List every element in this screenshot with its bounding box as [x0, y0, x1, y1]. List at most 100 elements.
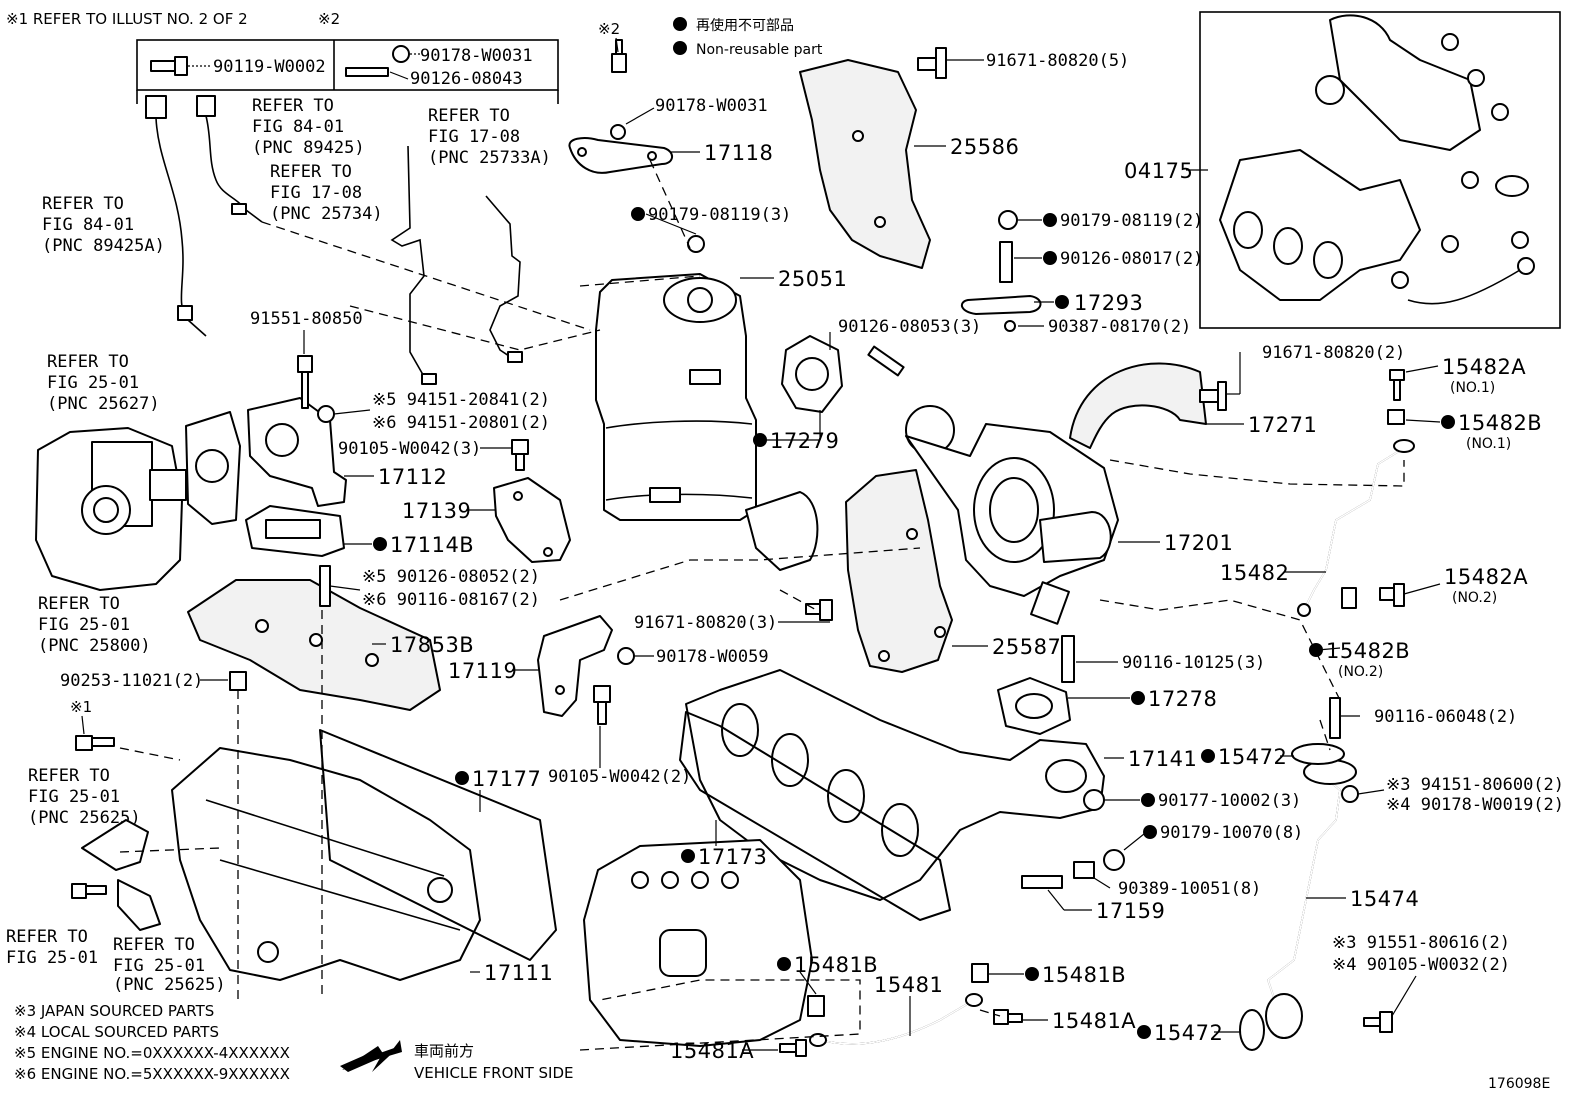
part-91671-80820-3: 91671-80820(3) [634, 613, 777, 633]
svg-text:FIG 25-01: FIG 25-01 [47, 373, 139, 393]
part-90126-08043: 90126-08043 [410, 69, 523, 89]
gasket-17173 [679, 711, 951, 921]
svg-text:REFER TO: REFER TO [270, 162, 352, 182]
washer-icon [1341, 587, 1357, 609]
note-engine-no-6: ※6 ENGINE NO.=5XXXXXX-9XXXXXX [14, 1065, 290, 1083]
oxygen-sensor-1 [145, 95, 207, 337]
ref-fig-25-01-25625b: REFER TO FIG 25-01 (PNC 25625) [113, 935, 226, 995]
turbocharger-17201 [905, 405, 1119, 625]
svg-text:(PNC 25625): (PNC 25625) [113, 975, 226, 995]
nut-icon [617, 647, 635, 665]
part-91671-80820-2: 91671-80820(2) [1262, 343, 1405, 363]
gasket-15472-lower [1239, 1009, 1265, 1051]
note-engine-no-5: ※5 ENGINE NO.=0XXXXXX-4XXXXXX [14, 1044, 290, 1062]
part-90119-W0002: 90119-W0002 [213, 57, 326, 77]
svg-text:(PNC 25734): (PNC 25734) [270, 204, 383, 224]
ref-fig-25-01: REFER TO FIG 25-01 [6, 927, 98, 968]
part-17119: 17119 [448, 659, 517, 683]
part-15472-lower: 15472 [1154, 1021, 1223, 1045]
svg-text:FIG 25-01: FIG 25-01 [113, 956, 205, 976]
part-15481A-2: 15481A [670, 1039, 754, 1063]
bolt-icon [993, 1009, 1023, 1025]
bolt-icon [511, 439, 529, 471]
bolt-icon [917, 47, 947, 79]
part-90126-08052: ※5 90126-08052(2) [362, 567, 540, 587]
bolt-icon [297, 355, 313, 409]
svg-text:REFER TO: REFER TO [113, 935, 195, 955]
svg-text:(PNC 89425): (PNC 89425) [252, 138, 365, 158]
part-90389-10051-8: 90389-10051(8) [1118, 879, 1261, 899]
svg-text:(PNC 25800): (PNC 25800) [38, 636, 151, 656]
collar-icon [229, 671, 247, 691]
washer-icon [1387, 409, 1405, 425]
part-15481: 15481 [874, 973, 943, 997]
part-91671-80820-5: 91671-80820(5) [986, 51, 1129, 71]
svg-text:FIG 17-08: FIG 17-08 [428, 127, 520, 147]
oxygen-sensor-2 [196, 95, 263, 223]
part-90178-W0019: ※4 90178-W0019(2) [1386, 795, 1564, 815]
part-17293: 17293 [1074, 291, 1143, 315]
nut-icon [317, 405, 335, 423]
part-90178-W0031: 90178-W0031 [655, 96, 768, 116]
gasket-15472-upper [1291, 743, 1345, 765]
legend-en: Non-reusable part [696, 42, 823, 58]
part-17271: 17271 [1248, 413, 1317, 437]
ref-fig-84-01-89425: REFER TO FIG 84-01 (PNC 89425) [252, 96, 365, 158]
svg-text:REFER TO: REFER TO [28, 766, 110, 786]
part-15482A-no1: (NO.1) [1450, 380, 1495, 396]
part-15482A: 15482A [1442, 355, 1526, 379]
svg-text:REFER TO: REFER TO [6, 927, 88, 947]
heat-insulator-17853B [187, 579, 441, 711]
part-90177-10002-3: 90177-10002(3) [1158, 791, 1301, 811]
part-90126-08053-3: 90126-08053(3) [838, 317, 981, 337]
svg-text:FIG 84-01: FIG 84-01 [252, 117, 344, 137]
svg-text:REFER TO: REFER TO [38, 594, 120, 614]
inset-turbo-assembly [1199, 11, 1561, 329]
mark-1: ※1 [70, 698, 92, 716]
part-17114B: 17114B [390, 533, 474, 557]
bolt-icon [75, 735, 115, 751]
part-25587: 25587 [992, 635, 1061, 659]
part-90178-W0031-box: 90178-W0031 [420, 46, 533, 66]
part-90387-08170-2: 90387-08170(2) [1048, 317, 1191, 337]
part-94151-80600: ※3 94151-80600(2) [1386, 775, 1564, 795]
note-local-sourced: ※4 LOCAL SOURCED PARTS [14, 1023, 219, 1041]
note-refer-illust: ※1 REFER TO ILLUST NO. 2 OF 2 [6, 10, 248, 28]
front-jp: 車両前方 [414, 1042, 474, 1060]
part-90253-11021-2: 90253-11021(2) [60, 671, 203, 691]
part-15472-upper: 15472 [1218, 745, 1287, 769]
part-17278: 17278 [1148, 687, 1217, 711]
part-17201: 17201 [1164, 531, 1233, 555]
nut-icon [1103, 849, 1125, 871]
part-15481B-2: 15481B [1042, 963, 1126, 987]
part-15482A-2: 15482A [1444, 565, 1528, 589]
part-25586: 25586 [950, 135, 1019, 159]
bracket-left-2 [117, 879, 161, 931]
part-15482B-2: 15482B [1326, 639, 1410, 663]
part-04175: 04175 [1124, 159, 1193, 183]
nut-icon [610, 124, 626, 140]
part-91551-80616: ※3 91551-80616(2) [1332, 933, 1510, 953]
ref-fig-84-01-89425A: REFER TO FIG 84-01 (PNC 89425A) [42, 194, 165, 256]
part-15481A: 15481A [1052, 1009, 1136, 1033]
stud-icon [1021, 875, 1063, 889]
assembly-lines [119, 159, 1405, 1051]
part-25051: 25051 [778, 267, 847, 291]
oil-pipe-15482 [1297, 439, 1415, 617]
part-94151-20841: ※5 94151-20841(2) [372, 390, 550, 410]
gasket-17279 [781, 335, 843, 413]
svg-text:REFER TO: REFER TO [252, 96, 334, 116]
reference-box: 90119-W0002 90178-W0031 90126-08043 [136, 39, 559, 104]
part-17111: 17111 [484, 961, 553, 985]
svg-text:(PNC 25733A): (PNC 25733A) [428, 148, 551, 168]
exhaust-temp-sensor-1 [390, 145, 437, 385]
stud-icon [1329, 697, 1341, 739]
svg-text:FIG 25-01: FIG 25-01 [28, 787, 120, 807]
svg-text:(PNC 25627): (PNC 25627) [47, 394, 160, 414]
part-15482: 15482 [1220, 561, 1289, 585]
stud-icon [319, 565, 331, 607]
svg-text:FIG 17-08: FIG 17-08 [270, 183, 362, 203]
catalytic-converter-25051 [595, 273, 819, 571]
part-90116-10125-3: 90116-10125(3) [1122, 653, 1265, 673]
